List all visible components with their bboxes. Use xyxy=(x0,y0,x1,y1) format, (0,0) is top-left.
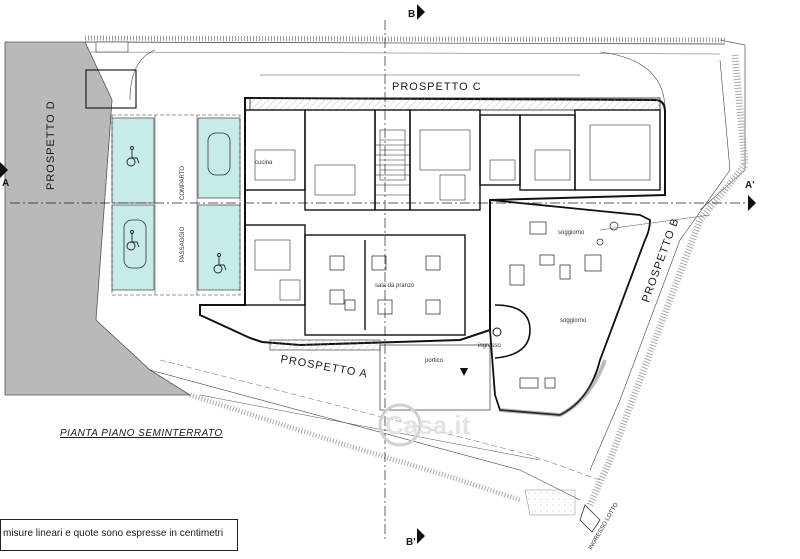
parking-disabled-1 xyxy=(111,117,155,204)
units-note: misure lineari e quote sono espresse in … xyxy=(3,528,224,539)
room-label-portico: portico xyxy=(425,358,444,364)
room-label-soggiorno: soggiorno xyxy=(558,230,585,236)
room-label-cucina: cucina xyxy=(255,160,273,166)
section-mark-b-bottom: B' xyxy=(406,537,416,548)
entrance-arrow-icon xyxy=(460,368,468,376)
lounge-wing xyxy=(489,199,651,416)
watermark: Casa.it xyxy=(385,410,471,440)
room-label-ingresso: ingresso xyxy=(478,343,501,349)
storage-room xyxy=(85,69,137,109)
plan-title: PIANTA PIANO SEMINTERRATO xyxy=(60,428,223,439)
room-label-passaggio: PASSAGGIO xyxy=(180,226,186,262)
section-arrow-icon xyxy=(748,195,756,211)
car-outline xyxy=(123,219,147,269)
section-mark-b-top: B xyxy=(408,9,416,20)
section-arrow-icon xyxy=(0,162,8,178)
parking-disabled-2 xyxy=(111,204,155,291)
section-mark-a-left: A xyxy=(2,178,10,189)
room-label-sala: sala da pranzo xyxy=(375,283,415,289)
section-arrow-icon xyxy=(417,528,425,544)
facade-label-c: PROSPETTO C xyxy=(392,81,482,93)
units-note-box: misure lineari e quote sono espresse in … xyxy=(0,519,238,551)
ramp-area xyxy=(4,41,192,396)
lot-boundary-right xyxy=(586,54,749,507)
lot-boundary-bottom xyxy=(189,392,521,503)
section-mark-a-right: A' xyxy=(745,180,755,191)
facade-label-d: PROSPETTO D xyxy=(45,100,57,190)
section-arrow-icon xyxy=(417,4,425,20)
parking-disabled-3 xyxy=(197,117,241,199)
car-outline xyxy=(207,132,231,176)
parking-disabled-4 xyxy=(197,204,241,291)
room-label-comparto: COMPARTO xyxy=(180,165,186,200)
building-outline xyxy=(199,96,666,347)
wheelchair-icon xyxy=(126,146,227,274)
room-label-soggiorno: soggiorno xyxy=(560,318,587,324)
lot-boundary-top xyxy=(84,35,726,43)
